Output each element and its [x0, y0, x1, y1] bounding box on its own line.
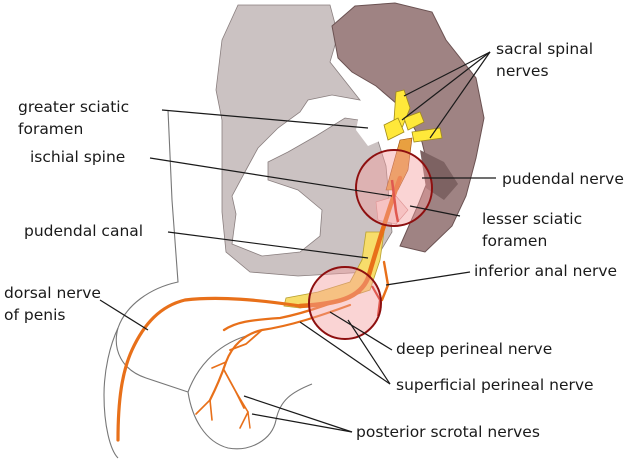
- sacrum-shadow: [420, 150, 458, 200]
- label-lesser-sciatic-foramen-1: lesser sciatic: [482, 210, 582, 228]
- leader-lines: [99, 51, 496, 433]
- pelvic-bone: [215, 4, 393, 277]
- label-posterior-scrotal-nerves: posterior scrotal nerves: [356, 423, 540, 441]
- label-sacral-spinal-nerves-2: nerves: [496, 62, 549, 80]
- label-pudendal-nerve: pudendal nerve: [502, 170, 624, 188]
- ischial-red-branch: [390, 179, 400, 223]
- nerve-branches: [116, 175, 403, 442]
- label-inferior-anal-nerve: inferior anal nerve: [474, 262, 617, 280]
- label-superficial-perineal-nerve: superficial perineal nerve: [396, 376, 594, 394]
- upper-highlight-circle: [355, 149, 433, 227]
- label-lesser-sciatic-foramen-2: foramen: [482, 232, 547, 250]
- sacral-nerve-roots: [383, 89, 443, 143]
- lower-highlight-circle: [308, 266, 382, 340]
- label-sacral-spinal-nerves-1: sacral spinal: [496, 40, 593, 58]
- label-greater-sciatic-foramen-2: foramen: [18, 120, 83, 138]
- greater-sciatic-foramen-shape: [356, 104, 388, 146]
- label-deep-perineal-nerve: deep perineal nerve: [396, 340, 552, 358]
- body-outline: [103, 109, 313, 459]
- label-ischial-spine: ischial spine: [30, 148, 125, 166]
- label-greater-sciatic-foramen-1: greater sciatic: [18, 98, 129, 116]
- label-dorsal-nerve-of-penis-2: of penis: [4, 306, 65, 324]
- label-dorsal-nerve-of-penis-1: dorsal nerve: [4, 284, 101, 302]
- label-pudendal-canal: pudendal canal: [24, 222, 143, 240]
- labels: sacral spinal nerves greater sciatic for…: [4, 40, 624, 441]
